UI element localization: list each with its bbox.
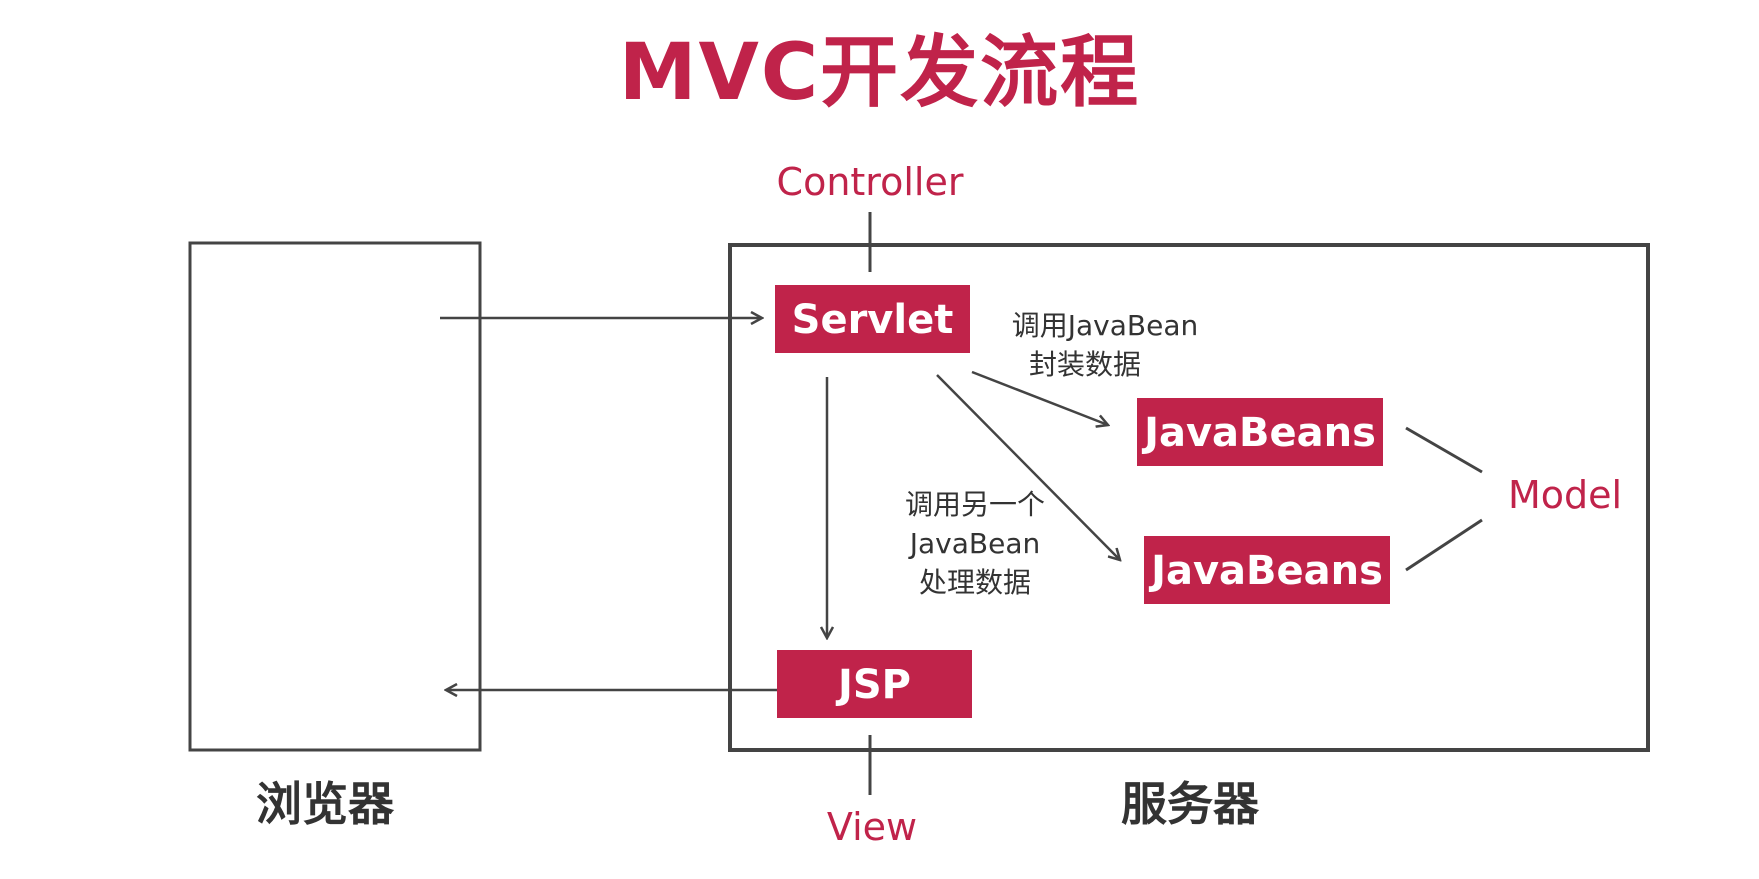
model-connector-1 bbox=[1405, 426, 1483, 474]
call-javabean-annotation-line2: 封装数据 bbox=[1029, 348, 1141, 381]
browser-label: 浏览器 bbox=[256, 777, 395, 831]
call-javabeans-1-arrow bbox=[971, 370, 1108, 425]
model-label: Model bbox=[1508, 473, 1622, 517]
view-label: View bbox=[827, 805, 917, 849]
javabeans-node-2: JavaBeans bbox=[1144, 536, 1390, 604]
jsp-node: JSP bbox=[777, 650, 972, 718]
call-other-annotation-line1: 调用另一个 bbox=[905, 488, 1045, 521]
model-connector-2 bbox=[1405, 518, 1483, 572]
controller-label: Controller bbox=[777, 160, 964, 204]
call-other-annotation-line2: JavaBean bbox=[908, 527, 1040, 560]
server-box bbox=[728, 243, 1650, 752]
javabeans-node-1: JavaBeans bbox=[1137, 398, 1383, 466]
page-title: MVC开发流程 bbox=[618, 28, 1141, 118]
call-other-annotation-line3: 处理数据 bbox=[919, 566, 1031, 599]
javabeans-2-label: JavaBeans bbox=[1148, 548, 1383, 594]
jsp-label: JSP bbox=[835, 662, 911, 708]
servlet-label: Servlet bbox=[792, 297, 954, 343]
call-javabeans-2-arrow bbox=[936, 374, 1120, 560]
servlet-node: Servlet bbox=[775, 285, 970, 353]
call-javabean-annotation-line1: 调用JavaBean bbox=[1012, 309, 1199, 342]
javabeans-1-label: JavaBeans bbox=[1141, 410, 1376, 456]
browser-box bbox=[188, 241, 482, 752]
server-label: 服务器 bbox=[1121, 777, 1260, 831]
